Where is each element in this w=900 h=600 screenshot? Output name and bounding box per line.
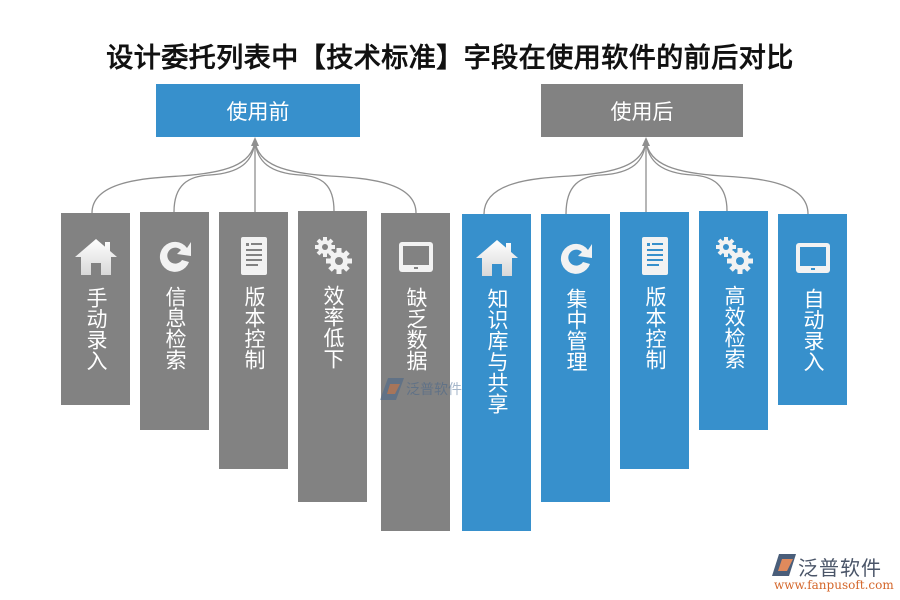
before-item-version-control: 版本控制	[219, 212, 288, 469]
after-item-label: 集中管理	[564, 288, 588, 372]
after-item-label: 自动录入	[801, 288, 825, 372]
after-header: 使用后	[541, 84, 743, 137]
before-item-label: 手动录入	[84, 287, 108, 371]
tablet-icon	[791, 236, 835, 280]
before-item-low-efficiency: 效率低下	[298, 211, 367, 502]
before-item-lack-data: 缺乏数据	[381, 213, 450, 531]
tablet-icon	[394, 235, 438, 279]
before-item-label: 信息检索	[163, 286, 187, 370]
home-icon	[475, 236, 519, 280]
watermark-text: 泛普软件	[406, 382, 462, 398]
gears-icon	[311, 233, 355, 277]
after-item-auto-entry: 自动录入	[778, 214, 847, 405]
brand-name: 泛普软件	[798, 556, 882, 580]
before-item-label: 效率低下	[321, 285, 345, 369]
before-item-label: 缺乏数据	[404, 287, 428, 371]
refresh-icon	[153, 234, 197, 278]
document-icon	[232, 234, 276, 278]
after-item-version-control: 版本控制	[620, 212, 689, 469]
diagram-title: 设计委托列表中【技术标准】字段在使用软件的前后对比	[106, 43, 794, 74]
after-item-central-management: 集中管理	[541, 214, 610, 502]
before-item-info-search: 信息检索	[140, 212, 209, 430]
home-icon	[74, 235, 118, 279]
after-item-knowledge-base: 知识库与共享	[462, 214, 531, 531]
after-header-label: 使用后	[610, 99, 674, 124]
after-item-label: 高效检索	[722, 285, 746, 369]
before-header: 使用前	[156, 84, 360, 137]
after-item-label: 版本控制	[643, 286, 667, 370]
brand-logo-icon	[772, 554, 796, 576]
refresh-icon	[554, 236, 598, 280]
gears-icon	[712, 233, 756, 277]
before-item-manual-entry: 手动录入	[61, 213, 130, 405]
brand-logo: 泛普软件 www.fanpusoft.com	[768, 548, 896, 596]
before-header-label: 使用前	[226, 99, 290, 124]
after-item-efficient-search: 高效检索	[699, 211, 768, 430]
watermark-logo-icon	[380, 378, 404, 400]
watermark: 泛普软件	[380, 378, 462, 400]
after-item-label: 知识库与共享	[485, 288, 509, 414]
brand-url: www.fanpusoft.com	[774, 578, 894, 592]
document-icon	[633, 234, 677, 278]
before-item-label: 版本控制	[242, 286, 266, 370]
